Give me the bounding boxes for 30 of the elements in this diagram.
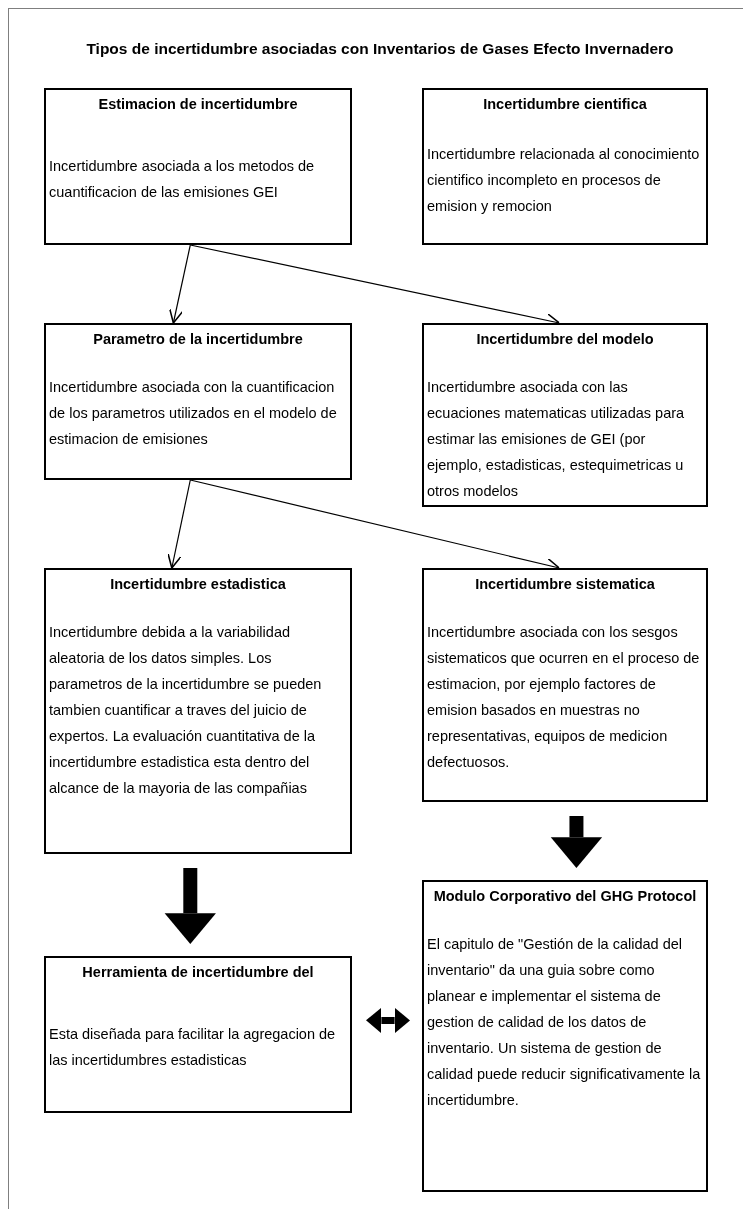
text-box	[422, 323, 708, 507]
diagram-title: Tipos de incertidumbre asociadas con Inventarios de Gases Efecto Invernadero	[85, 39, 675, 59]
text-box	[44, 956, 352, 1113]
text-box	[422, 568, 708, 802]
box-description: Incertidumbre asociada a los metodos de cuantificacion de las emisiones GEI	[49, 157, 316, 202]
box-heading: Incertidumbre sistematica	[474, 575, 656, 594]
box-description: Incertidumbre debida a la variabilidad aleatoria de los datos simples. Los parametros de la incertidumbre se pueden tambien cuantificar a traves del juicio de expertos. La evaluación cuantitativa de la incertidumbre estadistica esta dentro del alcance de la mayoria de las compañias	[49, 623, 323, 798]
text-box	[422, 880, 708, 1192]
box-heading: Parametro de la incertidumbre	[92, 330, 304, 349]
text-box	[44, 323, 352, 480]
box-description: Incertidumbre asociada con la cuantificacion de los parametros utilizados en el modelo de estimacion de emisiones	[49, 378, 338, 449]
block-arrow	[164, 868, 216, 944]
block-arrow	[366, 1007, 410, 1034]
box-heading: Incertidumbre cientifica	[482, 95, 648, 114]
text-box	[44, 88, 352, 245]
text-box	[422, 88, 708, 245]
box-description: Incertidumbre asociada con los sesgos sistematicos que ocurren en el proceso de estimacion, por ejemplo factores de emision basados en muestras no representativas, equipos de medicion defectuosos.	[427, 623, 701, 772]
box-description: Incertidumbre asociada con las ecuaciones matematicas utilizadas para estimar las emisiones de GEI (por ejemplo, estadisticas, estequimetricas u otros modelos	[427, 378, 686, 501]
arrow	[167, 479, 191, 569]
box-heading: Incertidumbre estadistica	[109, 575, 287, 594]
block-arrow	[550, 816, 603, 868]
arrow	[169, 244, 191, 324]
box-description: Esta diseñada para facilitar la agregacion de las incertidumbres estadisticas	[49, 1025, 337, 1070]
box-heading: Incertidumbre del modelo	[475, 330, 655, 349]
box-description: Incertidumbre relacionada al conocimiento cientifico incompleto en procesos de emision y remocion	[427, 145, 701, 216]
text-box	[44, 568, 352, 854]
box-heading: Modulo Corporativo del GHG Protocol	[432, 887, 698, 906]
box-description: El capitulo de "Gestión de la calidad del inventario" da una guia sobre como planear e implementar el sistema de gestion de calidad de los datos de inventario. Un sistema de gestion de calidad puede reducir significativamente la incertidumbre.	[427, 935, 702, 1110]
box-heading: Herramienta de incertidumbre del	[81, 963, 315, 982]
box-heading: Estimacion de incertidumbre	[97, 95, 299, 114]
